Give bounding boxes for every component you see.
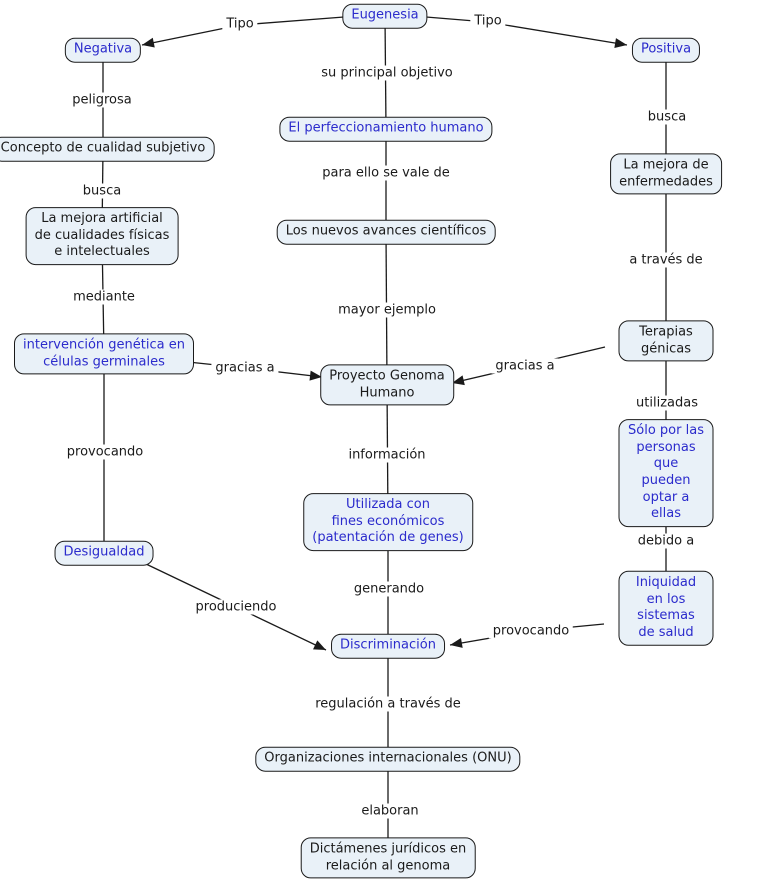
link-label-debido-a[interactable]: debido a xyxy=(633,533,699,549)
link-label-a-traves-de[interactable]: a través de xyxy=(625,252,707,268)
node-solo-personas[interactable]: Sólo por las personas que pueden optar a… xyxy=(618,419,714,527)
node-organizaciones[interactable]: Organizaciones internacionales (ONU) xyxy=(255,746,521,772)
link-label-gracias-a-right[interactable]: gracias a xyxy=(491,358,559,374)
node-mejora-artificial[interactable]: La mejora artificial de cualidades físic… xyxy=(25,207,179,265)
link-label-produciendo[interactable]: produciendo xyxy=(191,599,281,615)
node-intervencion-genetica[interactable]: intervención genética en células germina… xyxy=(14,333,194,375)
edge-eugenesia-positiva xyxy=(425,16,628,48)
node-avances-cientificos[interactable]: Los nuevos avances científicos xyxy=(276,219,496,245)
node-dictamenes[interactable]: Dictámenes jurídicos en relación al geno… xyxy=(300,837,476,879)
node-negativa[interactable]: Negativa xyxy=(64,37,142,63)
node-concepto-cualidad[interactable]: Concepto de cualidad subjetivo xyxy=(0,136,215,162)
node-mejora-enfermedades[interactable]: La mejora de enfermedades xyxy=(610,153,722,195)
node-proyecto-genoma[interactable]: Proyecto Genoma Humano xyxy=(320,364,454,406)
node-discriminacion[interactable]: Discriminación xyxy=(331,633,445,659)
node-positiva[interactable]: Positiva xyxy=(631,37,701,63)
node-desigualdad[interactable]: Desigualdad xyxy=(54,540,154,566)
link-label-peligrosa[interactable]: peligrosa xyxy=(68,92,136,108)
link-label-su-principal-objetivo[interactable]: su principal objetivo xyxy=(317,65,457,81)
node-terapias-genicas[interactable]: Terapias génicas xyxy=(618,320,714,362)
link-label-utilizadas[interactable]: utilizadas xyxy=(632,395,702,411)
link-label-generando[interactable]: generando xyxy=(349,581,429,597)
node-utilizada-fines[interactable]: Utilizada con fines económicos (patentac… xyxy=(303,493,473,551)
node-iniquidad[interactable]: Iniquidad en los sistemas de salud xyxy=(618,570,714,646)
link-label-mayor-ejemplo[interactable]: mayor ejemplo xyxy=(334,302,440,318)
node-eugenesia[interactable]: Eugenesia xyxy=(342,3,428,29)
link-label-tipo-left[interactable]: Tipo xyxy=(222,16,258,32)
node-perfeccionamiento[interactable]: El perfeccionamiento humano xyxy=(279,116,493,142)
link-label-tipo-right[interactable]: Tipo xyxy=(470,13,506,29)
link-label-busca-right[interactable]: busca xyxy=(643,109,691,125)
link-label-para-ello[interactable]: para ello se vale de xyxy=(318,165,454,181)
link-label-busca-left[interactable]: busca xyxy=(78,183,126,199)
link-label-elaboran[interactable]: elaboran xyxy=(357,803,423,819)
link-label-provocando-left[interactable]: provocando xyxy=(62,444,148,460)
link-label-mediante[interactable]: mediante xyxy=(69,289,139,305)
link-label-provocando-right[interactable]: provocando xyxy=(488,623,574,639)
link-label-gracias-a-left[interactable]: gracias a xyxy=(211,360,279,376)
link-label-informacion[interactable]: información xyxy=(344,447,430,463)
link-label-regulacion[interactable]: regulación a través de xyxy=(311,696,465,712)
